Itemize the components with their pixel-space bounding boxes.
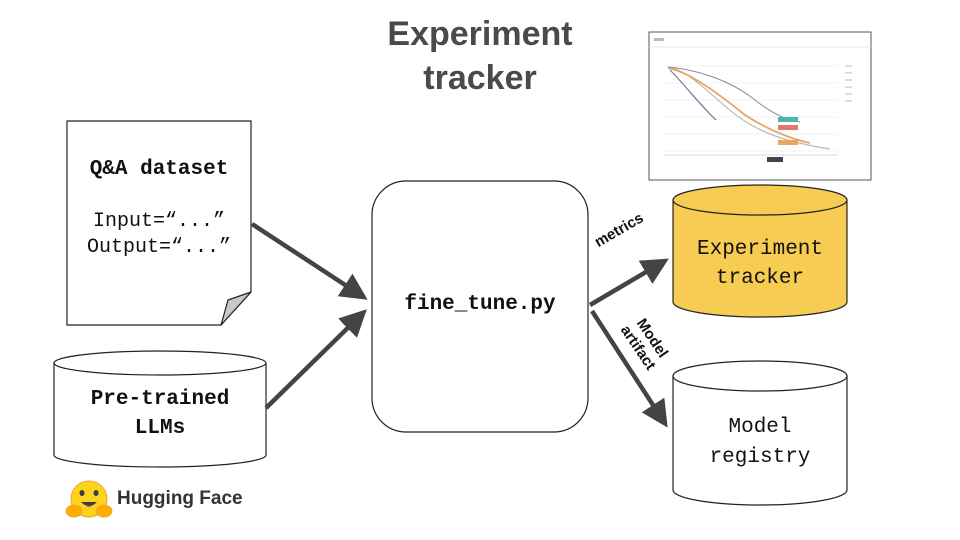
llms-label-line-1: Pre-trained bbox=[90, 388, 230, 411]
tracker-label-line-2: tracker bbox=[715, 267, 805, 290]
registry-label-line-2: registry bbox=[709, 446, 811, 469]
title-line-2: tracker bbox=[423, 59, 537, 97]
registry-label-line-1: Model bbox=[728, 416, 792, 439]
llms-cylinder bbox=[53, 350, 267, 468]
tracker-cylinder bbox=[672, 184, 848, 318]
title-line-1: Experiment bbox=[387, 15, 573, 53]
script-label: fine_tune.py bbox=[404, 293, 556, 316]
llms-label-line-2: LLMs bbox=[134, 417, 186, 440]
dataset-title: Q&A dataset bbox=[89, 158, 229, 181]
script-box bbox=[371, 180, 589, 433]
tracker-chart-thumbnail bbox=[648, 31, 872, 181]
dataset-document bbox=[66, 120, 252, 326]
tracker-label-line-1: Experiment bbox=[696, 238, 824, 261]
dataset-output: Output=“...” bbox=[86, 236, 232, 259]
arrow-dataset-to-script bbox=[250, 222, 368, 300]
registry-cylinder bbox=[672, 360, 848, 506]
dataset-input: Input=“...” bbox=[92, 210, 226, 233]
hugging-face-brand-name: Hugging Face bbox=[117, 488, 243, 509]
diagram-title: Experiment tracker bbox=[330, 12, 630, 100]
hugging-face-emoji-icon bbox=[65, 480, 113, 518]
arrow-script-to-tracker bbox=[588, 258, 669, 307]
arrow-script-to-registry bbox=[590, 309, 668, 428]
arrow-llms-to-script bbox=[264, 309, 367, 410]
